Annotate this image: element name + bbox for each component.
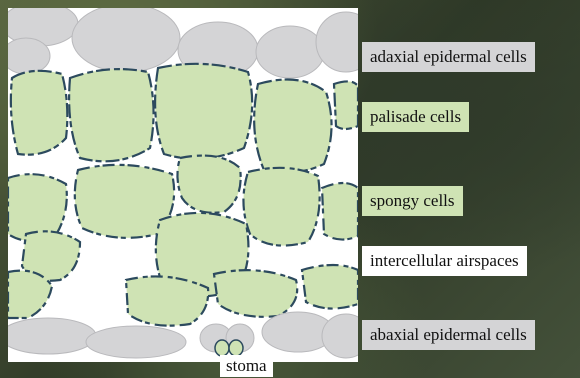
spongy-layer [8,156,358,326]
label-spongy-cells: spongy cells [362,186,463,216]
label-abaxial-epidermal-cells: abaxial epidermal cells [362,320,535,350]
label-adaxial-epidermal-cells: adaxial epidermal cells [362,42,535,72]
label-intercellular-airspaces: intercellular airspaces [362,246,527,276]
label-stoma: stoma [220,355,273,377]
leaf-cross-section-diagram [8,8,358,362]
label-palisade-cells: palisade cells [362,102,469,132]
cell-drawing [8,8,358,362]
